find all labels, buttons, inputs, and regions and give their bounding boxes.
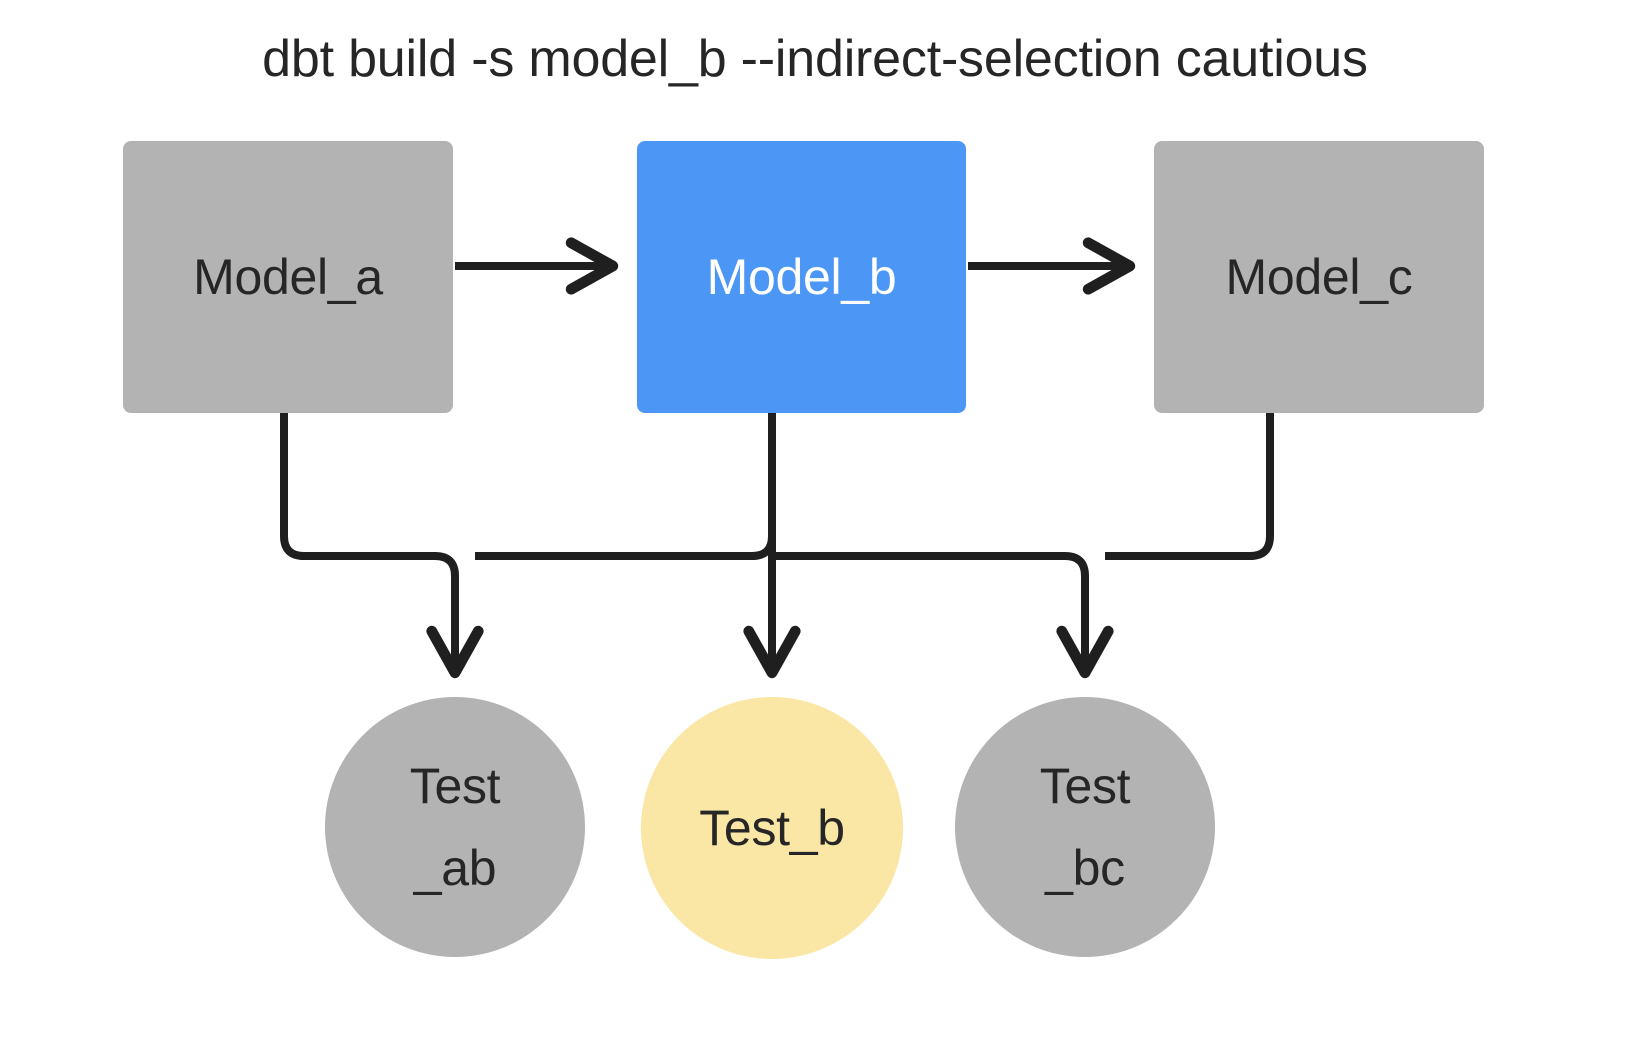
- node-model-c-label: Model_c: [1225, 249, 1413, 305]
- node-model-c[interactable]: Model_c: [1154, 141, 1484, 413]
- node-test-bc-label: Test _bc: [1039, 758, 1131, 896]
- diagram-title: dbt build -s model_b --indirect-selectio…: [262, 30, 1368, 88]
- edge-model-a-to-test-ab: [280, 413, 484, 679]
- node-model-b-label: Model_b: [706, 249, 897, 305]
- node-model-a-label: Model_a: [193, 249, 383, 305]
- node-test-bc[interactable]: Test _bc: [955, 697, 1215, 957]
- node-model-a[interactable]: Model_a: [123, 141, 453, 413]
- edge-model-b-to-test-bc: [772, 552, 1114, 679]
- edge-model-c-to-test-bc: [1105, 413, 1274, 560]
- node-test-ab[interactable]: Test _ab: [325, 697, 585, 957]
- node-test-b[interactable]: Test_b: [641, 697, 903, 959]
- node-test-b-label: Test_b: [699, 800, 845, 856]
- edge-model-b-to-test-ab: [475, 413, 776, 560]
- node-model-b[interactable]: Model_b: [637, 141, 966, 413]
- node-test-ab-label: Test _ab: [409, 758, 501, 896]
